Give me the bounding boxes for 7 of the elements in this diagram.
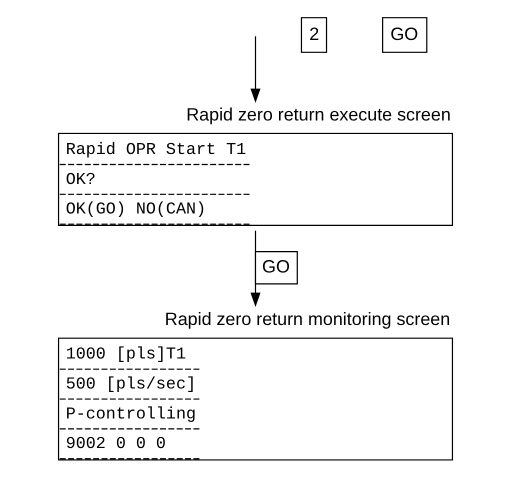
edge-label: GO [262, 256, 290, 277]
node-label: Rapid zero return execute screen [186, 104, 450, 124]
label: GO [390, 24, 418, 44]
node-label: Rapid zero return monitoring screen [164, 309, 450, 330]
arrow [250, 36, 260, 103]
arrow [250, 230, 260, 307]
label: 2 [308, 24, 319, 44]
